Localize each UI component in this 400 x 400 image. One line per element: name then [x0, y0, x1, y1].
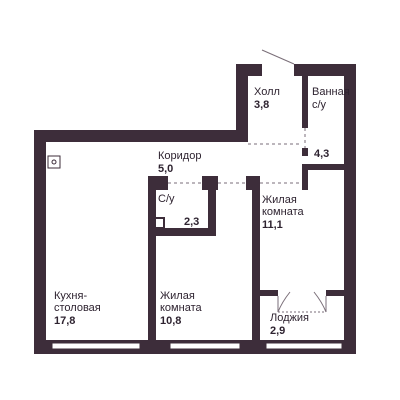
thresholds — [168, 128, 306, 184]
room-area-bedroom2: 10,8 — [160, 315, 182, 327]
wall — [252, 290, 278, 296]
loggia-doors — [277, 291, 327, 313]
interior-walls — [148, 76, 356, 340]
room-area-bathroom: 4,3 — [314, 148, 330, 160]
wall — [326, 290, 356, 296]
room-area-wc: 2,3 — [184, 216, 200, 228]
wall — [302, 148, 308, 156]
room-name-hall: Холл — [254, 86, 280, 98]
wall — [252, 176, 260, 340]
room-name-bedroom2-line1: Жилая — [160, 290, 195, 302]
entrance-opening — [262, 62, 294, 78]
wall — [236, 64, 248, 134]
window — [51, 342, 141, 350]
sink-icon — [47, 155, 61, 169]
room-name-kitchen-line2: столовая — [54, 302, 101, 314]
window — [265, 342, 343, 350]
room-name-bathroom-line1: Ванная — [312, 86, 350, 98]
wall — [302, 164, 308, 190]
wall — [34, 130, 248, 142]
room-area-corridor: 5,0 — [158, 163, 174, 175]
wall — [153, 217, 165, 229]
windows — [51, 342, 343, 350]
wall — [344, 64, 356, 354]
room-name-bedroom1-line2: комната — [262, 206, 304, 218]
room-name-corridor: Коридор — [158, 150, 202, 162]
room-area-kitchen: 17,8 — [54, 315, 76, 327]
room-name-bathroom-line2: с/у — [312, 99, 327, 111]
wall — [236, 64, 356, 76]
entrance-door-leaf — [261, 49, 295, 65]
wall — [302, 164, 356, 170]
wall — [208, 186, 216, 234]
room-name-kitchen-line1: Кухня- — [54, 290, 88, 302]
room-name-bedroom1-line1: Жилая — [262, 194, 297, 206]
wall — [148, 228, 216, 236]
wall — [148, 176, 156, 340]
window — [169, 342, 241, 350]
room-name-loggia: Лоджия — [270, 312, 309, 324]
wall — [34, 130, 46, 354]
room-area-hall: 3,8 — [254, 99, 270, 111]
room-area-bedroom1: 11,1 — [262, 219, 283, 231]
room-area-loggia: 2,9 — [270, 325, 286, 337]
room-name-bedroom2-line2: комната — [160, 302, 202, 314]
room-name-wc: С/у — [158, 193, 175, 205]
wall — [302, 76, 308, 128]
